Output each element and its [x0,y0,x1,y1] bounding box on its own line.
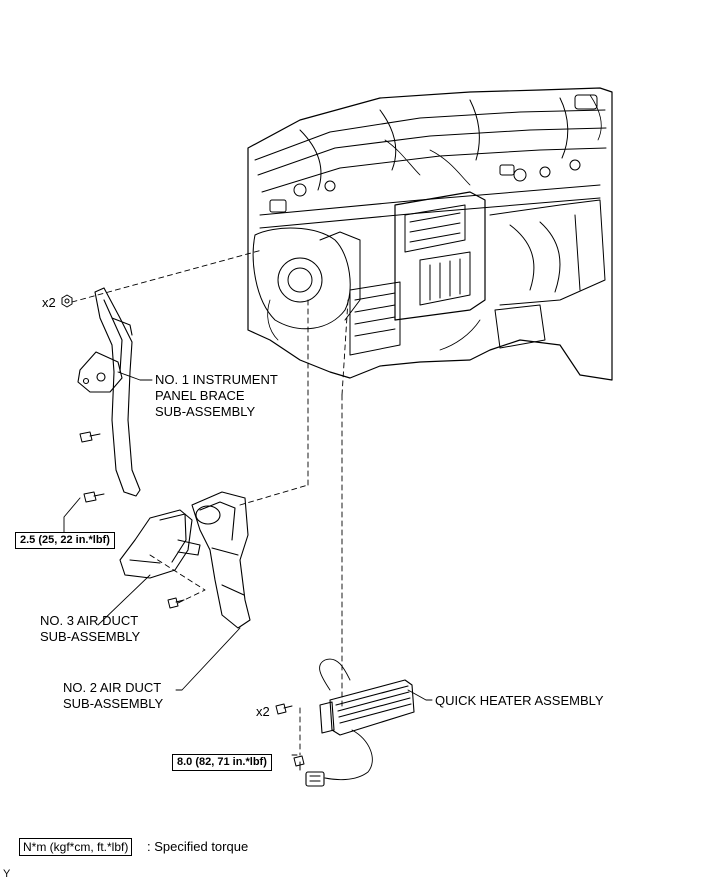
heater-label: QUICK HEATER ASSEMBLY [435,693,604,708]
quick-heater-assembly [305,658,415,787]
heater-screw-lower-icon [293,755,305,771]
no3-air-duct [119,509,201,579]
duct2-label-line1: NO. 2 AIR DUCT [63,680,162,695]
heater-screw-quantity: x2 [256,704,270,719]
brace-nut-icon [61,294,73,308]
alignment-lines [71,249,349,756]
heater-screw-torque: 8.0 (82, 71 in.*lbf) [172,754,272,771]
torque-unit-legend-box: N*m (kgf*cm, ft.*lbf) [19,838,133,856]
corner-mark: Y [3,868,11,880]
brace-label-line2: PANEL BRACE [155,388,245,403]
brace-label-line1: NO. 1 INSTRUMENT [155,372,278,387]
duct2-label-line2: SUB-ASSEMBLY [63,696,164,711]
heater-screw-upper-icon [275,703,293,715]
duct3-label-line2: SUB-ASSEMBLY [40,629,141,644]
brace-bolt-torque: 2.5 (25, 22 in.*lbf) [15,532,115,549]
brace-bolt-lower-icon [83,491,105,503]
instrument-panel-brace [77,287,141,497]
torque-legend-description: : Specified torque [147,839,249,854]
no2-air-duct [191,491,251,629]
duct3-screw-icon [167,597,185,609]
brace-nut-quantity: x2 [42,295,56,310]
brace-bolt-upper-icon [79,431,101,443]
dashboard-hvac-assembly [247,87,613,381]
duct3-label-line1: NO. 3 AIR DUCT [40,613,139,628]
brace-label-line3: SUB-ASSEMBLY [155,404,256,419]
leader-lines [63,371,433,756]
